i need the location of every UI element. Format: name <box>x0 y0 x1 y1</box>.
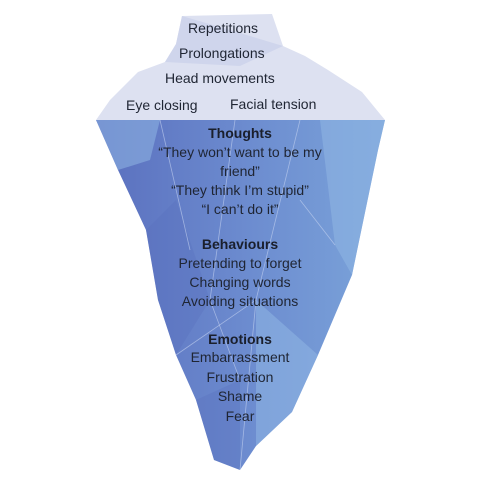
tip-label-repetitions: Repetitions <box>188 20 259 36</box>
thoughts-line-4: “I can’t do it” <box>201 201 279 217</box>
iceberg-tip-facet <box>165 16 283 66</box>
thoughts-line-1: “They won’t want to be my <box>158 144 322 160</box>
behaviours-line-2: Changing words <box>189 274 291 290</box>
iceberg-facets <box>96 120 385 470</box>
emotions-line-3: Shame <box>217 388 263 404</box>
emotions-line-4: Fear <box>225 408 255 424</box>
emotions-heading: Emotions <box>208 331 272 347</box>
behaviours-line-1: Pretending to forget <box>178 255 302 271</box>
behaviours-line-3: Avoiding situations <box>181 293 299 309</box>
iceberg-facet-lines <box>159 119 336 471</box>
iceberg-tip <box>96 14 385 120</box>
behaviours-heading: Behaviours <box>201 236 279 252</box>
emotions-line-1: Embarrassment <box>190 349 290 365</box>
emotions-line-2: Frustration <box>206 369 274 385</box>
tip-label-prolongations: Prolongations <box>179 45 265 61</box>
thoughts-line-3: “They think I’m stupid” <box>171 182 309 198</box>
tip-label-eye-closing: Eye closing <box>126 97 198 113</box>
thoughts-heading: Thoughts <box>208 125 272 141</box>
tip-label-facial-tension: Facial tension <box>230 96 317 112</box>
thoughts-line-2: friend” <box>220 163 260 179</box>
iceberg-underwater <box>96 120 385 470</box>
tip-label-head-movements: Head movements <box>165 70 275 86</box>
